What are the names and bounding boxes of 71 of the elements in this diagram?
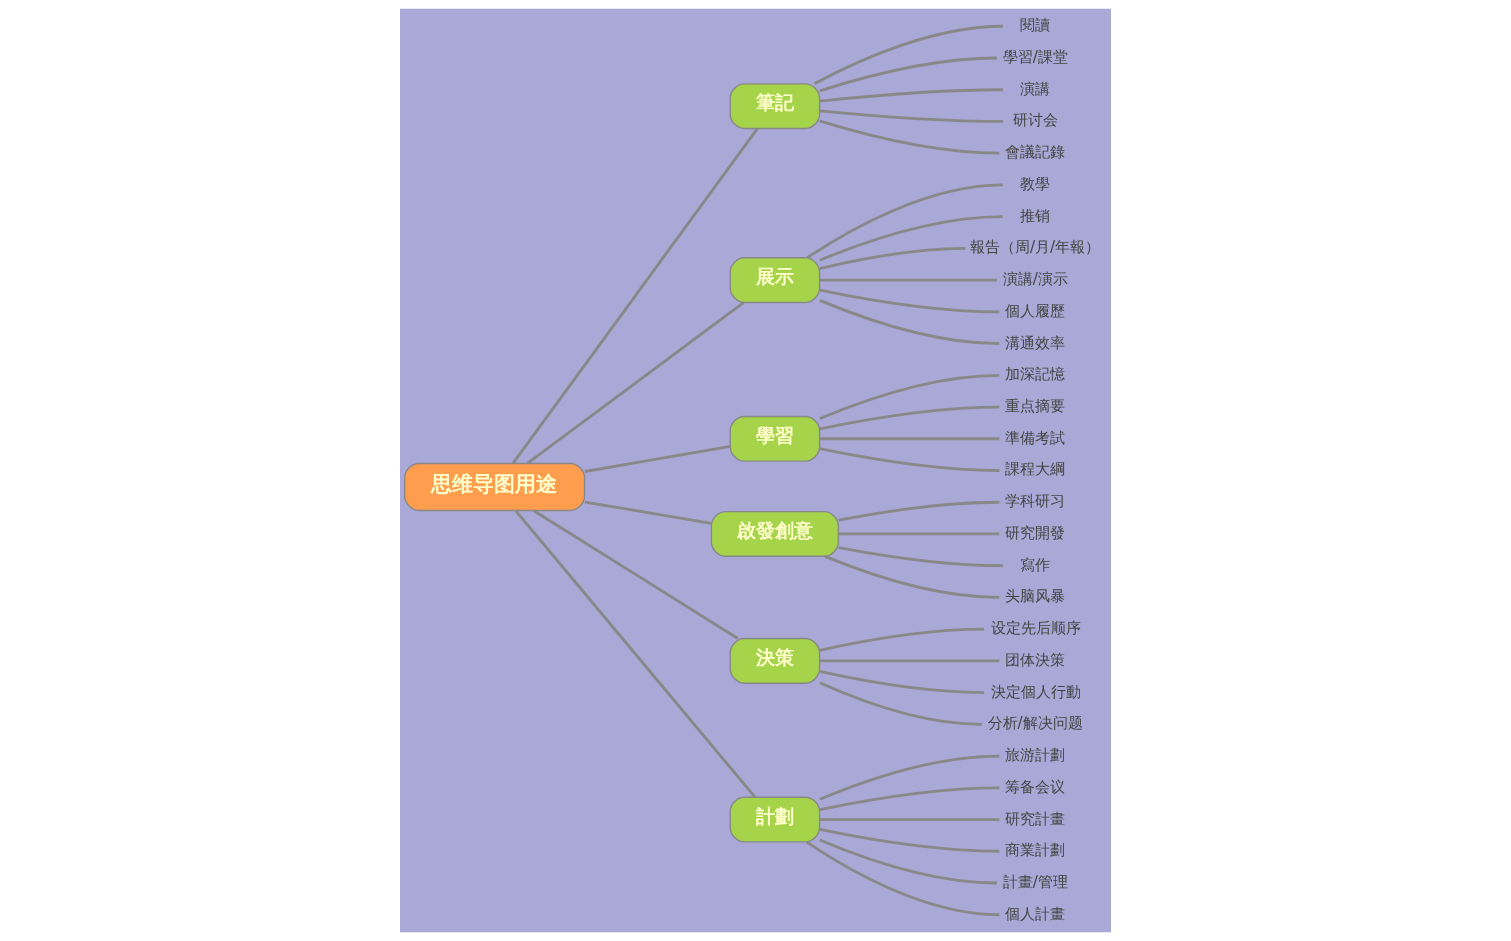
connector (819, 247, 966, 270)
connector (819, 670, 985, 694)
connector (819, 681, 982, 726)
connector (526, 301, 745, 465)
node-text: 準備考試 (1005, 428, 1066, 447)
node-box: 計劃 (729, 796, 821, 843)
connector (819, 659, 1000, 663)
connector (819, 405, 1000, 431)
node-text: 演講 (1020, 79, 1051, 98)
connector (819, 373, 1000, 420)
node-text: 团体決策 (1005, 650, 1066, 669)
node-text: 決定個人行動 (990, 682, 1081, 701)
connector (838, 532, 1000, 536)
node-text: 個人履歷 (1005, 301, 1066, 320)
node-text: 旅游計劃 (1005, 746, 1066, 765)
connector (838, 500, 1000, 522)
connector (806, 840, 1000, 917)
node-text: 研究計畫 (1005, 809, 1066, 828)
connector (819, 299, 1000, 345)
connector (824, 555, 1000, 599)
node-text: 分析/解决问题 (987, 714, 1083, 733)
connector (819, 754, 1000, 801)
connector (819, 56, 998, 93)
node-text: 閱讀 (1020, 16, 1051, 35)
connector (819, 818, 1000, 821)
node-text: 報告（周/月/年報） (969, 238, 1101, 257)
node-text: 寫作 (1020, 555, 1051, 574)
node-text: 研讨会 (1012, 111, 1058, 130)
node-box: 筆記 (729, 83, 821, 130)
connector (533, 509, 739, 640)
node-box: 思维导图用途 (404, 462, 586, 512)
node-box: 啟發創意 (710, 510, 840, 557)
node-text: 個人計畫 (1005, 904, 1066, 923)
node-text: 学科研习 (1005, 492, 1066, 511)
node-text: 研究開發 (1005, 523, 1066, 542)
node-text: 商業計劃 (1005, 841, 1066, 860)
node-text: 會議記錄 (1005, 143, 1066, 162)
connector (819, 278, 997, 282)
node-box: 決策 (729, 637, 821, 684)
connector (819, 828, 1000, 853)
node-text: 头脑风暴 (1005, 587, 1066, 606)
node-text: 學習/課堂 (1002, 48, 1069, 66)
connector (819, 437, 1000, 441)
connector (819, 447, 1000, 472)
connector (838, 546, 1003, 568)
connector (819, 119, 1000, 155)
connector (512, 127, 759, 464)
connector (819, 215, 1003, 262)
connector (806, 183, 1003, 259)
node-box: 展示 (729, 257, 821, 304)
node-text: 溝通效率 (1005, 333, 1066, 352)
node-text: 加深記憶 (1005, 365, 1066, 384)
node-text: 推销 (1020, 206, 1051, 225)
node-box: 學習 (729, 415, 821, 462)
node-text: 教學 (1020, 174, 1051, 193)
node-text: 課程大綱 (1005, 460, 1066, 479)
connector (819, 627, 985, 652)
connector (819, 838, 998, 885)
connector (584, 444, 731, 473)
node-text: 重点摘要 (1005, 397, 1066, 416)
connector (813, 24, 1003, 85)
node-text: 演講/演示 (1002, 270, 1069, 289)
connector (584, 500, 712, 525)
node-text: 筹备会议 (1005, 777, 1066, 796)
node-text: 計畫/管理 (1002, 872, 1069, 891)
connector (819, 288, 1000, 314)
connector (514, 509, 757, 799)
connector (819, 786, 1000, 811)
connector (819, 109, 1003, 123)
node-text: 设定先后顺序 (990, 619, 1081, 638)
connector (819, 88, 1003, 103)
